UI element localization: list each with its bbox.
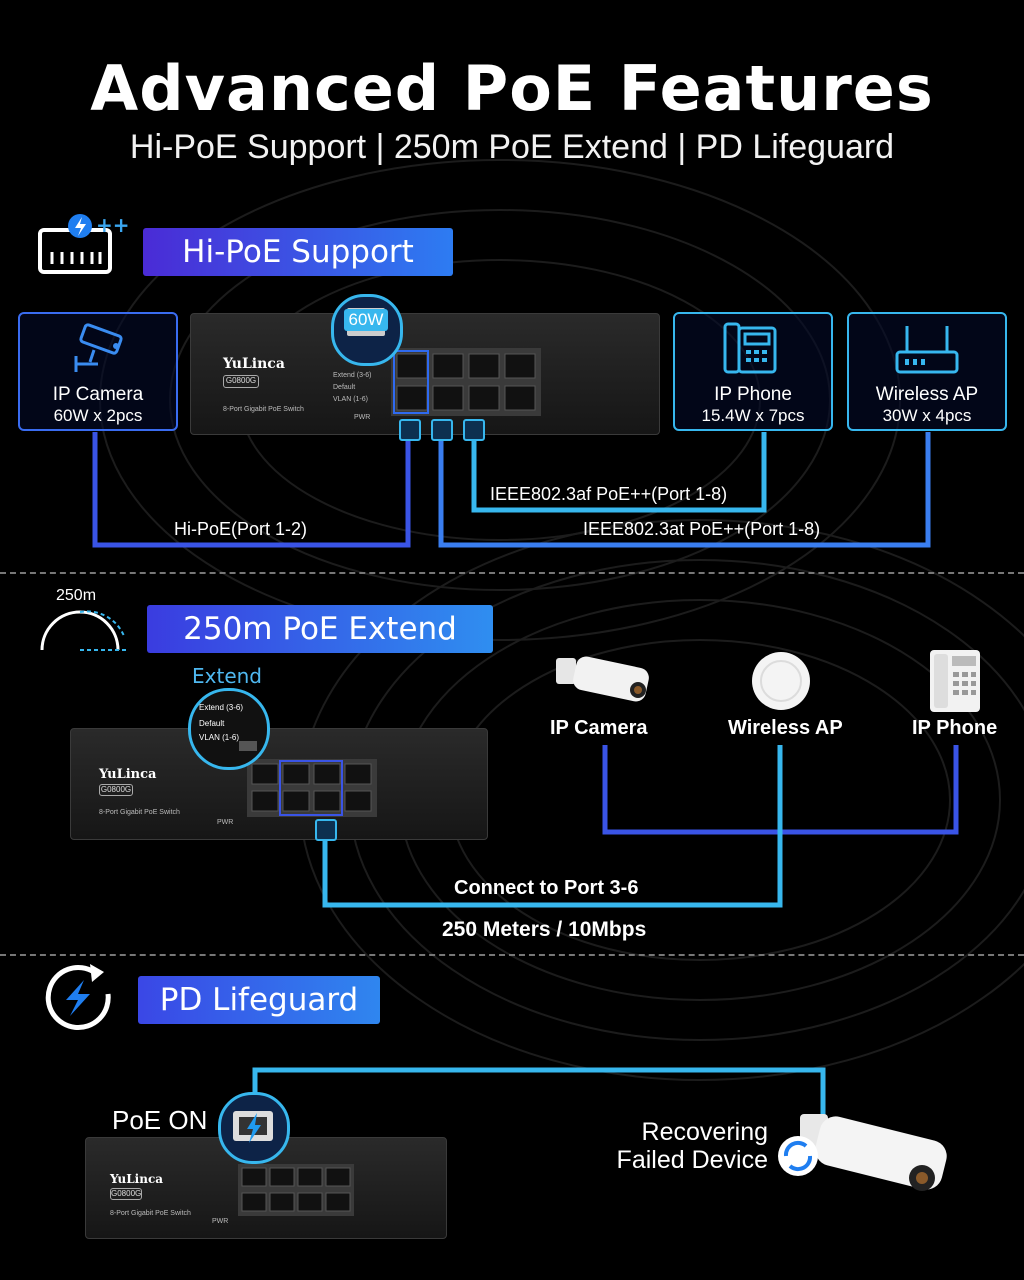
ip-phone-box: IP Phone 15.4W x 7pcs: [673, 312, 833, 431]
poe-on-badge: [218, 1092, 290, 1164]
cctv-camera-icon: [74, 323, 123, 372]
distance-icon-label: 250m: [56, 587, 97, 604]
switch-port-block: [391, 348, 541, 416]
office-phone-icon: [930, 650, 980, 712]
at-link-label: IEEE802.3at PoE++(Port 1-8): [583, 519, 821, 539]
extend-link-line: [322, 745, 783, 908]
ip-camera-box: IP Camera 60W x 2pcs: [18, 312, 178, 431]
af-link-line: [471, 432, 767, 513]
hipoe-heading: Hi-PoE Support: [143, 228, 453, 276]
ext-ip-phone-label: IP Phone: [912, 717, 998, 739]
rj45-plugs: [399, 419, 485, 441]
ceiling-ap-icon: [752, 652, 810, 710]
ip-phone-name: IP Phone: [714, 384, 792, 405]
ip-camera-name: IP Camera: [52, 384, 144, 405]
lifeguard-heading: PD Lifeguard: [138, 976, 380, 1024]
dip-label-default: Default: [333, 384, 356, 391]
af-link-label: IEEE802.3af PoE++(Port 1-8): [490, 484, 728, 504]
svg-text:++: ++: [96, 213, 130, 237]
ip-camera-spec: 60W x 2pcs: [53, 406, 143, 425]
switch-model: G0800G: [110, 1188, 142, 1200]
lightning-port-icon: [233, 1111, 273, 1143]
port-badge-label: 60W: [344, 309, 388, 331]
recovering-camera-icon: [778, 1114, 947, 1191]
switch-desc: 8-Port Gigabit PoE Switch: [99, 809, 180, 816]
page-subtitle: Hi-PoE Support | 250m PoE Extend | PD Li…: [129, 128, 895, 166]
desk-phone-icon: [723, 322, 777, 374]
dip-label-extend: Extend (3-6): [199, 703, 244, 712]
wireless-ap-name: Wireless AP: [875, 384, 979, 405]
wireless-ap-box: Wireless AP 30W x 4pcs: [847, 312, 1007, 431]
hipoe-link-line: [92, 432, 411, 548]
switch-port-block: [238, 1164, 354, 1216]
switch-power-icon: ++: [38, 213, 130, 274]
ext-wireless-ap-label: Wireless AP: [728, 717, 843, 739]
recovering-line-2: Failed Device: [616, 1146, 768, 1174]
switch-desc: 8-Port Gigabit PoE Switch: [110, 1210, 191, 1217]
ext-ip-camera-label: IP Camera: [550, 717, 648, 739]
rj45-plug: [315, 819, 337, 841]
switch-brand: YuLinca: [223, 356, 285, 372]
switch-brand: YuLinca: [110, 1172, 164, 1186]
divider-1: [0, 572, 1024, 574]
dip-label-extend: Extend (3-6): [333, 372, 372, 379]
lifeguard-cycle-icon: [45, 964, 111, 1030]
router-icon: [895, 326, 959, 374]
switch-model: G0800G: [99, 784, 133, 796]
poe-on-label: PoE ON: [112, 1105, 208, 1135]
page-title: Advanced PoE Features: [90, 52, 934, 125]
dip-switch: [239, 741, 257, 751]
connect-label: Connect to Port 3-6: [454, 877, 639, 899]
dip-label-vlan: VLAN (1-6): [199, 733, 240, 742]
pwr-label: PWR: [354, 414, 371, 421]
switch-desc: 8-Port Gigabit PoE Switch: [223, 406, 304, 413]
divider-2: [0, 954, 1024, 956]
recovering-line-1: Recovering: [641, 1118, 768, 1146]
pwr-label: PWR: [212, 1218, 229, 1225]
at-link-line: [438, 432, 931, 548]
pwr-label: PWR: [217, 819, 234, 826]
switch-model: G0800G: [223, 375, 259, 388]
dip-label-vlan: VLAN (1-6): [333, 396, 369, 403]
dip-label-default: Default: [199, 719, 225, 728]
poe-switch-1: YuLinca G0800G 8-Port Gigabit PoE Switch…: [190, 294, 660, 435]
poe-switch-2: YuLinca G0800G 8-Port Gigabit PoE Switch…: [70, 728, 488, 840]
wireless-ap-spec: 30W x 4pcs: [882, 406, 972, 425]
hipoe-link-label: Hi-PoE(Port 1-2): [174, 519, 308, 539]
switch-mode-label: Extend: [192, 664, 262, 688]
distance-range-icon: [40, 610, 126, 651]
switch-port-block: [247, 759, 377, 817]
dip-switch-zoom: Extend (3-6) Default VLAN (1-6): [188, 688, 270, 770]
extend-heading: 250m PoE Extend: [147, 605, 493, 653]
port-badge: 60W: [331, 294, 403, 366]
distance-label: 250 Meters / 10Mbps: [442, 918, 647, 941]
ip-phone-spec: 15.4W x 7pcs: [701, 406, 805, 425]
recovering-text: Recovering Failed Device: [600, 1118, 768, 1174]
switch-brand: YuLinca: [99, 767, 157, 782]
bullet-camera-icon: [556, 656, 649, 702]
